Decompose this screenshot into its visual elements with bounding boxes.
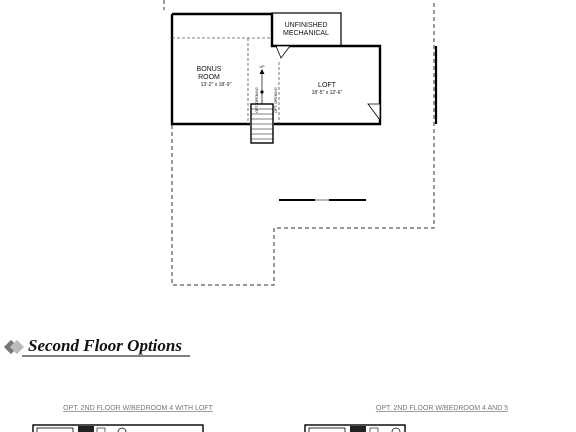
interior-dashed-lines: [172, 37, 280, 124]
mechanical-room: [271, 12, 342, 47]
mechanical-label-line2: MECHANICAL: [283, 30, 329, 37]
stair-opt-opening-right: OPT. OPENING: [274, 87, 278, 113]
stair-up-label: UP: [260, 65, 266, 69]
bonus-room-dimensions: 13'-2" x 18'-9": [201, 82, 232, 88]
option-link-bedroom-4-and-5[interactable]: OPT. 2ND FLOOR W/BEDROOM 4 AND 5: [376, 405, 508, 412]
section-title: Second Floor Options: [28, 336, 182, 355]
bonus-room-label-line1: BONUS: [197, 66, 222, 73]
section-diamonds-icon: [3, 339, 25, 355]
stair: [250, 69, 274, 144]
loft-dimensions: 18'-5" x 12'-6": [312, 90, 343, 96]
loft-label: LOFT: [318, 82, 337, 89]
option-thumbnail-right[interactable]: [304, 424, 406, 432]
stair-opt-opening-left: OPT. OPENING: [255, 87, 259, 113]
dashed-floor-outline: [163, 0, 435, 286]
bonus-room-label-line2: ROOM: [198, 74, 220, 81]
option-thumbnail-left[interactable]: [32, 424, 204, 432]
mechanical-label-line1: UNFINISHED: [285, 22, 328, 29]
option-link-bedroom-4-loft[interactable]: OPT. 2ND FLOOR W/BEDROOM 4 WITH LOFT: [63, 405, 213, 412]
door-swing-marks: [275, 45, 381, 122]
